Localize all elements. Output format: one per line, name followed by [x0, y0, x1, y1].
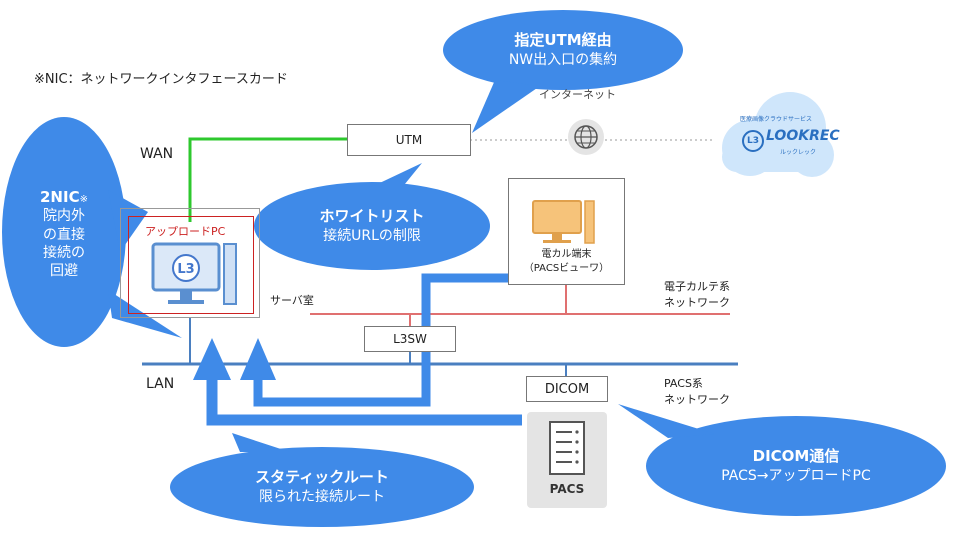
emr-network-label-line2: ネットワーク: [664, 295, 730, 309]
static-route-bubble-shape: [170, 433, 474, 527]
svg-text:L3: L3: [177, 262, 194, 277]
utm-route-bubble-sub: NW出入口の集約: [508, 51, 618, 68]
static-route-arrow-b: [253, 273, 508, 407]
nic-bubble-title: 2NIC: [40, 187, 80, 206]
pacs-network-label-line1: PACS系: [664, 377, 703, 390]
static-route-arrow-a: [206, 365, 522, 426]
static-route-arrowhead-a: [193, 338, 231, 380]
terminal-monitor-icon: [532, 200, 595, 244]
lookrec-name: LOOKREC: [766, 128, 840, 144]
whitelist-bubble-title: ホワイトリスト: [319, 207, 425, 226]
utm-route-bubble-shape: [443, 10, 683, 133]
pacs-network-label-line2: ネットワーク: [664, 392, 730, 406]
static-route-bubble-sub: 限られた接続ルート: [259, 488, 385, 505]
server-room-label: サーバ室: [270, 294, 314, 307]
emr-network-label-line1: 電子カルテ系: [664, 280, 730, 293]
nic-footnote: ※NIC：ネットワークインタフェースカード: [34, 72, 288, 87]
pacs-network-label: PACS系 ネットワーク: [664, 376, 730, 408]
wan-line: [188, 137, 347, 222]
utm-node-label: UTM: [395, 133, 423, 147]
dicom-comm-bubble-title: DICOM通信: [752, 447, 840, 466]
l3sw-node: L3SW: [364, 326, 456, 352]
internet-label: インターネット: [539, 88, 616, 101]
static-route-arrowhead-b: [240, 338, 276, 380]
lookrec-tagline: 医療画像クラウドサービス: [739, 116, 812, 123]
nic-bubble-line2: の直接: [43, 226, 85, 243]
nic-bubble-line4: 回避: [50, 262, 78, 279]
terminal-node: 電カル端末 （PACSビューワ）: [508, 178, 625, 285]
lookrec-logo-icon: L3: [742, 130, 764, 152]
dicom-comm-bubble-sub: PACS→アップロードPC: [721, 467, 871, 484]
upload-pc-node: アップロードPC: [128, 216, 254, 314]
nic-bubble-title-row: 2NIC※: [40, 188, 88, 208]
terminal-label: 電カル端末 （PACSビューワ）: [509, 248, 624, 276]
whitelist-bubble: ホワイトリスト 接続URLの制限: [254, 190, 490, 262]
emr-network-label: 電子カルテ系 ネットワーク: [664, 279, 730, 311]
globe-icon: [568, 119, 604, 155]
pacs-server-icon: [527, 412, 607, 508]
l3sw-node-label: L3SW: [393, 332, 427, 346]
static-route-bubble: スタティックルート 限られた接続ルート: [170, 452, 474, 522]
lan-label: LAN: [146, 376, 175, 392]
upload-pc-monitor-icon: L3: [151, 242, 237, 305]
nic-bubble-line1: 院内外: [43, 208, 85, 225]
dicom-comm-bubble: DICOM通信 PACS→アップロードPC: [646, 430, 946, 502]
whitelist-bubble-shape: [254, 163, 490, 270]
wan-label: WAN: [140, 146, 174, 162]
nic-bubble-line3: 接続の: [43, 244, 85, 261]
static-route-bubble-title: スタティックルート: [255, 468, 389, 487]
dicom-bubble-shape: [618, 404, 946, 516]
utm-node: UTM: [347, 124, 471, 156]
upload-pc-outer-frame: [120, 208, 260, 318]
terminal-label-line1: 電カル端末: [541, 249, 592, 260]
pacs-node-label: PACS: [549, 482, 585, 496]
lookrec-kana: ルックレック: [780, 149, 817, 156]
utm-route-bubble: 指定UTM経由 NW出入口の集約: [443, 14, 683, 86]
terminal-label-line2: （PACSビューワ）: [523, 263, 610, 274]
utm-route-bubble-title: 指定UTM経由: [514, 31, 612, 50]
dicom-node-label: DICOM: [544, 381, 590, 397]
dicom-node: DICOM: [526, 376, 608, 402]
upload-pc-label: アップロードPC: [145, 225, 226, 238]
whitelist-bubble-sub: 接続URLの制限: [323, 227, 421, 244]
nic-bubble-mark: ※: [79, 193, 88, 205]
cloud-icon: [722, 92, 834, 177]
nic-bubble: 2NIC※ 院内外 の直接 接続の 回避: [10, 176, 118, 292]
